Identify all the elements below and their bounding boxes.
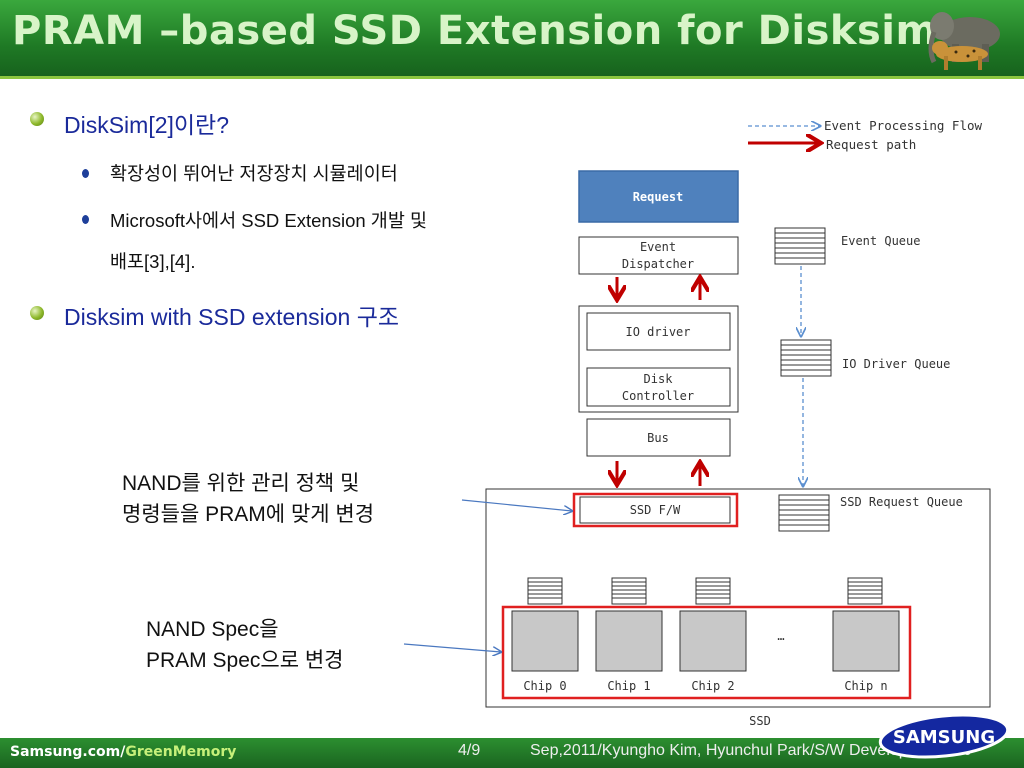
sub-bullet-microsoft-cont: 배포[3],[4]. (110, 251, 196, 272)
chip-label: Chip n (844, 679, 887, 693)
chip-queue-icon (847, 577, 883, 605)
legend-event-flow: Event Processing Flow (824, 118, 983, 133)
note-line: PRAM Spec으로 변경 (146, 649, 344, 672)
chip-label: Chip 1 (607, 679, 650, 693)
event-dispatcher-label: Dispatcher (622, 257, 694, 271)
slide-title: PRAM –based SSD Extension for Disksim (12, 8, 938, 54)
io-driver-box (586, 312, 731, 351)
note-nand-policy: NAND를 위한 관리 정책 및 명령들을 PRAM에 맞게 변경 (122, 468, 374, 530)
chip-queue-icon (611, 577, 647, 605)
chip-queue-icon (527, 577, 563, 605)
note-line: NAND를 위한 관리 정책 및 (122, 472, 360, 495)
disk-controller-label: Controller (622, 389, 694, 403)
disk-controller-box (586, 367, 731, 407)
io-driver-queue-icon (780, 339, 832, 377)
note-line: 명령들을 PRAM에 맞게 변경 (122, 503, 375, 526)
chip-label: Chip 0 (523, 679, 566, 693)
event-queue-icon (774, 227, 826, 265)
chip-n (832, 610, 900, 672)
chip-ellipsis: … (777, 629, 784, 643)
note-line: NAND Spec을 (146, 618, 279, 641)
note-arrow (403, 643, 501, 652)
footer-url-prefix: Samsung.com/ (10, 744, 126, 760)
samsung-logo-text: SAMSUNG (893, 727, 995, 748)
bus-box (586, 418, 731, 457)
legend-request-path: Request path (826, 137, 916, 152)
sub-bullet-microsoft: Microsoft사에서 SSD Extension 개발 및 (110, 210, 428, 231)
note-nand-spec: NAND Spec을 PRAM Spec으로 변경 (146, 614, 344, 676)
sub-bullet-simulator: 확장성이 뛰어난 저장장치 시뮬레이터 (110, 163, 398, 184)
bullet-structure: Disksim with SSD extension 구조 (64, 304, 400, 330)
io-driver-label: IO driver (625, 325, 690, 339)
event-queue-label: Event Queue (841, 234, 920, 248)
bullet-dot-icon (30, 112, 44, 126)
event-dispatcher-box (578, 236, 739, 275)
ssd-architecture-diagram: Event Processing Flow Request path Reque… (403, 118, 991, 728)
bullet-dot-icon (30, 306, 44, 320)
bus-label: Bus (647, 431, 669, 445)
ssd-fw-box (579, 496, 731, 524)
samsung-logo-icon: SAMSUNG (878, 713, 1010, 759)
note-arrow (461, 499, 572, 511)
ssd-request-queue-label: SSD Request Queue (840, 495, 963, 509)
footer-bar (0, 738, 1024, 768)
chip-label: Chip 2 (691, 679, 734, 693)
ssd-label: SSD (749, 714, 771, 728)
animals-mascot-icon (928, 12, 1000, 70)
footer-url-suffix: GreenMemory (125, 744, 237, 760)
io-driver-queue-label: IO Driver Queue (842, 357, 950, 371)
chips-highlight (501, 605, 912, 700)
footer-url: Samsung.com/GreenMemory (10, 744, 236, 760)
title-bar (0, 0, 1024, 76)
request-label: Request (633, 190, 684, 204)
chip-2 (679, 610, 747, 672)
footer-credit: Sep,2011/Kyungho Kim, Hyunchul Park/S/W … (530, 742, 972, 759)
request-box (578, 170, 739, 223)
sub-bullet-dot-icon (82, 215, 89, 224)
ssd-request-queue-icon (778, 494, 830, 532)
page-number: 4/9 (458, 742, 481, 759)
ssd-fw-label: SSD F/W (630, 503, 681, 517)
chip-1 (595, 610, 663, 672)
event-dispatcher-label: Event (640, 240, 676, 254)
chip-0 (511, 610, 579, 672)
disk-controller-label: Disk (644, 372, 674, 386)
ssd-fw-highlight (572, 492, 739, 528)
title-underline (0, 76, 1024, 79)
sub-bullet-dot-icon (82, 169, 89, 178)
bullet-disksim: DiskSim[2]이란? (64, 112, 230, 138)
chip-queue-icon (695, 577, 731, 605)
